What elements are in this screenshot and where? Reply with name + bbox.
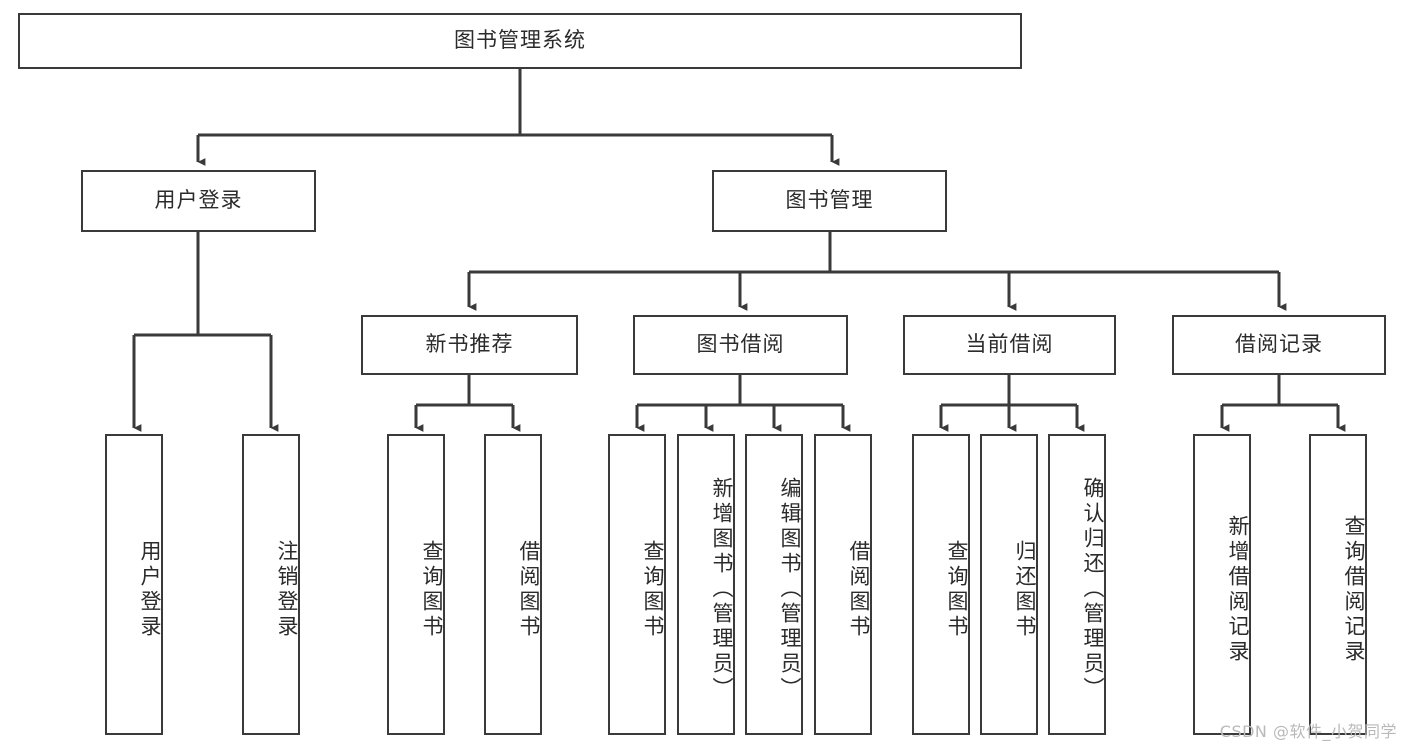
node-user-login[interactable]: 用户登录	[81, 170, 316, 232]
leaf-return-book-label: 归还图书	[1013, 539, 1037, 640]
leaf-confirm-return[interactable]: 确认归还（管理员）	[1048, 434, 1106, 735]
leaf-query-book-3[interactable]: 查询图书	[912, 434, 970, 735]
leaf-query-book-1-label: 查询图书	[420, 539, 444, 640]
node-user-login-label: 用户登录	[154, 188, 243, 213]
leaf-confirm-return-label: 确认归还（管理员）	[1081, 477, 1105, 702]
leaf-return-book[interactable]: 归还图书	[980, 434, 1038, 735]
leaf-query-book-1[interactable]: 查询图书	[387, 434, 445, 735]
leaf-add-record-label: 新增借阅记录	[1226, 514, 1250, 665]
node-root-label: 图书管理系统	[454, 28, 586, 53]
leaf-query-book-3-label: 查询图书	[945, 539, 969, 640]
leaf-query-book-2[interactable]: 查询图书	[608, 434, 666, 735]
node-borrow-record[interactable]: 借阅记录	[1172, 315, 1386, 375]
node-new-book-recommend-label: 新书推荐	[425, 332, 514, 357]
leaf-query-record[interactable]: 查询借阅记录	[1309, 434, 1367, 735]
node-root-system[interactable]: 图书管理系统	[18, 13, 1022, 69]
leaf-edit-book-label: 编辑图书（管理员）	[778, 477, 802, 702]
leaf-query-record-label: 查询借阅记录	[1342, 514, 1366, 665]
leaf-logout-login-label: 注销登录	[275, 539, 299, 640]
watermark-credit: CSDN @软件_小贺同学	[1219, 722, 1397, 741]
node-current-borrow[interactable]: 当前借阅	[903, 315, 1116, 375]
node-book-manage[interactable]: 图书管理	[712, 170, 947, 232]
leaf-user-login[interactable]: 用户登录	[105, 434, 163, 735]
leaf-borrow-book-2[interactable]: 借阅图书	[814, 434, 872, 735]
leaf-borrow-book-2-label: 借阅图书	[847, 539, 871, 640]
node-book-borrow-label: 图书借阅	[696, 332, 785, 357]
leaf-user-login-label: 用户登录	[138, 539, 162, 640]
node-new-book-recommend[interactable]: 新书推荐	[361, 315, 578, 375]
leaf-borrow-book-1-label: 借阅图书	[517, 539, 541, 640]
node-current-borrow-label: 当前借阅	[965, 332, 1054, 357]
leaf-query-book-2-label: 查询图书	[641, 539, 665, 640]
node-book-borrow[interactable]: 图书借阅	[633, 315, 848, 375]
node-borrow-record-label: 借阅记录	[1235, 332, 1323, 357]
leaf-edit-book[interactable]: 编辑图书（管理员）	[745, 434, 803, 735]
node-book-manage-label: 图书管理	[785, 188, 874, 213]
leaf-borrow-book-1[interactable]: 借阅图书	[484, 434, 542, 735]
leaf-add-book-label: 新增图书（管理员）	[710, 477, 734, 702]
leaf-logout-login[interactable]: 注销登录	[242, 434, 300, 735]
leaf-add-record[interactable]: 新增借阅记录	[1193, 434, 1251, 735]
leaf-add-book[interactable]: 新增图书（管理员）	[677, 434, 735, 735]
